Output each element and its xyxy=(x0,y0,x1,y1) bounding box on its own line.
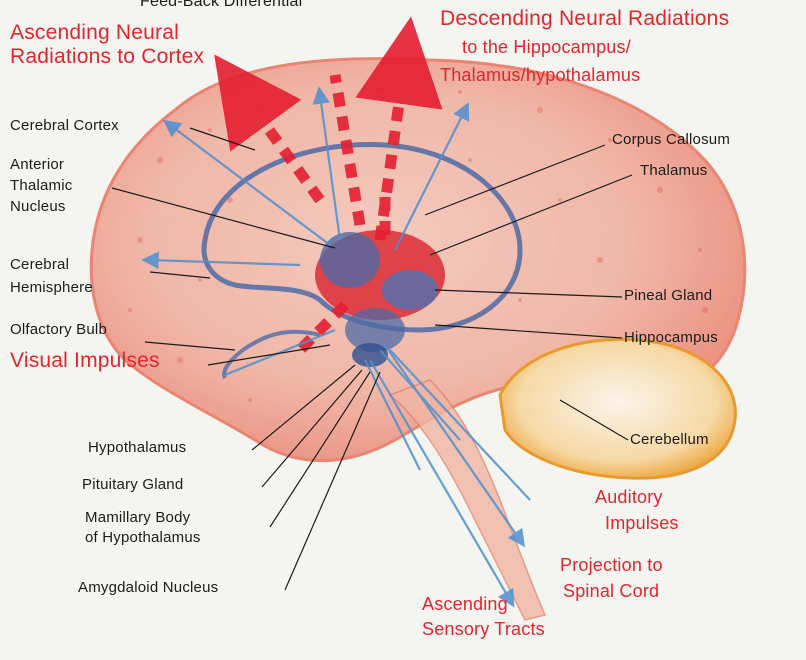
label-cerebral-cortex: Cerebral Cortex xyxy=(10,118,119,134)
label-mamillary-line1: Mamillary Body xyxy=(85,510,190,526)
label-pineal-gland: Pineal Gland xyxy=(624,288,712,304)
label-descending-line3: Thalamus/hypothalamus xyxy=(440,66,640,85)
label-ascending-cortex-line1: Ascending Neural xyxy=(10,22,179,44)
label-auditory-line2: Impulses xyxy=(605,514,679,533)
label-olfactory: Olfactory Bulb xyxy=(10,322,107,338)
label-descending-line2: to the Hippocampus/ xyxy=(462,38,631,57)
label-cerebellum: Cerebellum xyxy=(630,432,709,448)
label-anterior-line3: Nucleus xyxy=(10,199,66,215)
label-descending-line1: Descending Neural Radiations xyxy=(440,8,729,30)
label-auditory-line1: Auditory xyxy=(595,488,663,507)
label-sensory-line2: Sensory Tracts xyxy=(422,620,545,639)
label-hemisphere-line2: Hemisphere xyxy=(10,280,93,296)
label-anterior-line1: Anterior xyxy=(10,157,64,173)
label-amygdaloid: Amygdaloid Nucleus xyxy=(78,580,218,596)
label-projection-line2: Spinal Cord xyxy=(563,582,659,601)
label-anterior-line2: Thalamic xyxy=(10,178,72,194)
label-thalamus: Thalamus xyxy=(640,163,707,179)
label-hypothalamus: Hypothalamus xyxy=(88,440,186,456)
label-mamillary-line2: of Hypothalamus xyxy=(85,530,201,546)
label-feedback: Feed-Back Differential xyxy=(140,0,302,11)
label-hemisphere-line1: Cerebral xyxy=(10,257,69,273)
label-projection-line1: Projection to xyxy=(560,556,663,575)
label-ascending-cortex-line2: Radiations to Cortex xyxy=(10,46,204,68)
label-corpus-callosum: Corpus Callosum xyxy=(612,132,730,148)
label-hippocampus: Hippocampus xyxy=(624,330,718,346)
label-pituitary: Pituitary Gland xyxy=(82,477,183,493)
label-visual-impulses: Visual Impulses xyxy=(10,350,160,372)
label-sensory-line1: Ascending xyxy=(422,595,508,614)
cerebellum xyxy=(500,339,735,478)
